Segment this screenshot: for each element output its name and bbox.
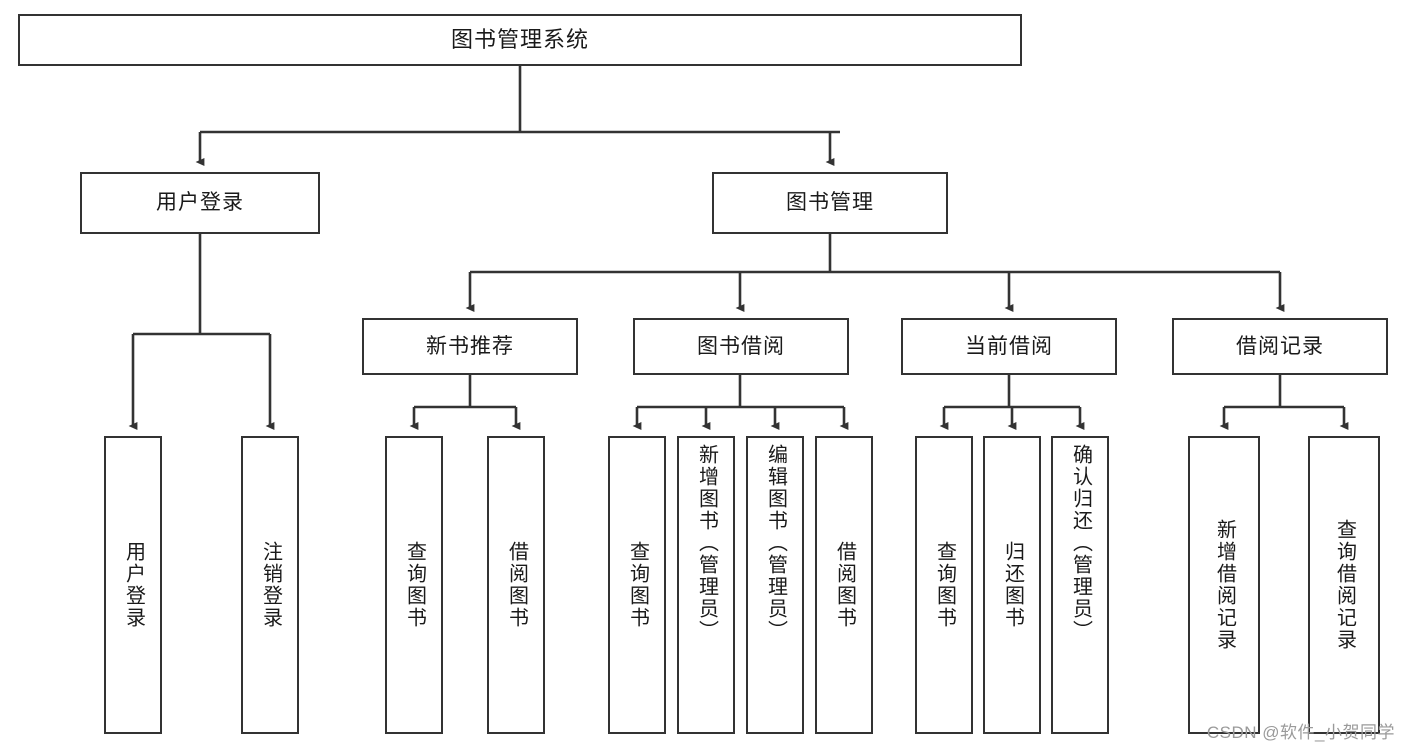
node-book-borrow[interactable]: 图书借阅 bbox=[633, 318, 849, 375]
leaf-label: 借阅图书 bbox=[505, 541, 528, 629]
node-leaf-query-borrow-record[interactable]: 查询借阅记录 bbox=[1308, 436, 1380, 734]
node-leaf-query-book-current[interactable]: 查询图书 bbox=[915, 436, 973, 734]
node-leaf-borrow-book-recommend[interactable]: 借阅图书 bbox=[487, 436, 545, 734]
node-leaf-query-book-borrow[interactable]: 查询图书 bbox=[608, 436, 666, 734]
node-root-book-management-system[interactable]: 图书管理系统 bbox=[18, 14, 1022, 66]
node-leaf-user-login[interactable]: 用户登录 bbox=[104, 436, 162, 734]
leaf-label: 确认归还（管理员） bbox=[1069, 444, 1092, 642]
node-leaf-return-book[interactable]: 归还图书 bbox=[983, 436, 1041, 734]
node-borrow-records[interactable]: 借阅记录 bbox=[1172, 318, 1388, 375]
leaf-label: 查询图书 bbox=[626, 541, 649, 629]
leaf-label: 注销登录 bbox=[259, 541, 282, 629]
csdn-watermark: CSDN @软件_小贺同学 bbox=[1206, 723, 1395, 742]
leaf-label: 新增图书（管理员） bbox=[695, 444, 718, 642]
leaf-label: 归还图书 bbox=[1001, 541, 1024, 629]
node-leaf-borrow-book[interactable]: 借阅图书 bbox=[815, 436, 873, 734]
leaf-label: 用户登录 bbox=[122, 541, 145, 629]
leaf-label: 编辑图书（管理员） bbox=[764, 444, 787, 642]
leaf-label: 借阅图书 bbox=[833, 541, 856, 629]
leaf-label: 新增借阅记录 bbox=[1213, 519, 1236, 651]
node-book-management[interactable]: 图书管理 bbox=[712, 172, 948, 234]
node-new-book-recommend[interactable]: 新书推荐 bbox=[362, 318, 578, 375]
node-leaf-logout[interactable]: 注销登录 bbox=[241, 436, 299, 734]
leaf-label: 查询图书 bbox=[933, 541, 956, 629]
node-leaf-add-book-admin[interactable]: 新增图书（管理员） bbox=[677, 436, 735, 734]
node-user-login[interactable]: 用户登录 bbox=[80, 172, 320, 234]
node-leaf-confirm-return-admin[interactable]: 确认归还（管理员） bbox=[1051, 436, 1109, 734]
node-current-borrow[interactable]: 当前借阅 bbox=[901, 318, 1117, 375]
leaf-label: 查询图书 bbox=[403, 541, 426, 629]
node-leaf-query-book-recommend[interactable]: 查询图书 bbox=[385, 436, 443, 734]
node-leaf-edit-book-admin[interactable]: 编辑图书（管理员） bbox=[746, 436, 804, 734]
leaf-label: 查询借阅记录 bbox=[1333, 519, 1356, 651]
node-leaf-add-borrow-record[interactable]: 新增借阅记录 bbox=[1188, 436, 1260, 734]
